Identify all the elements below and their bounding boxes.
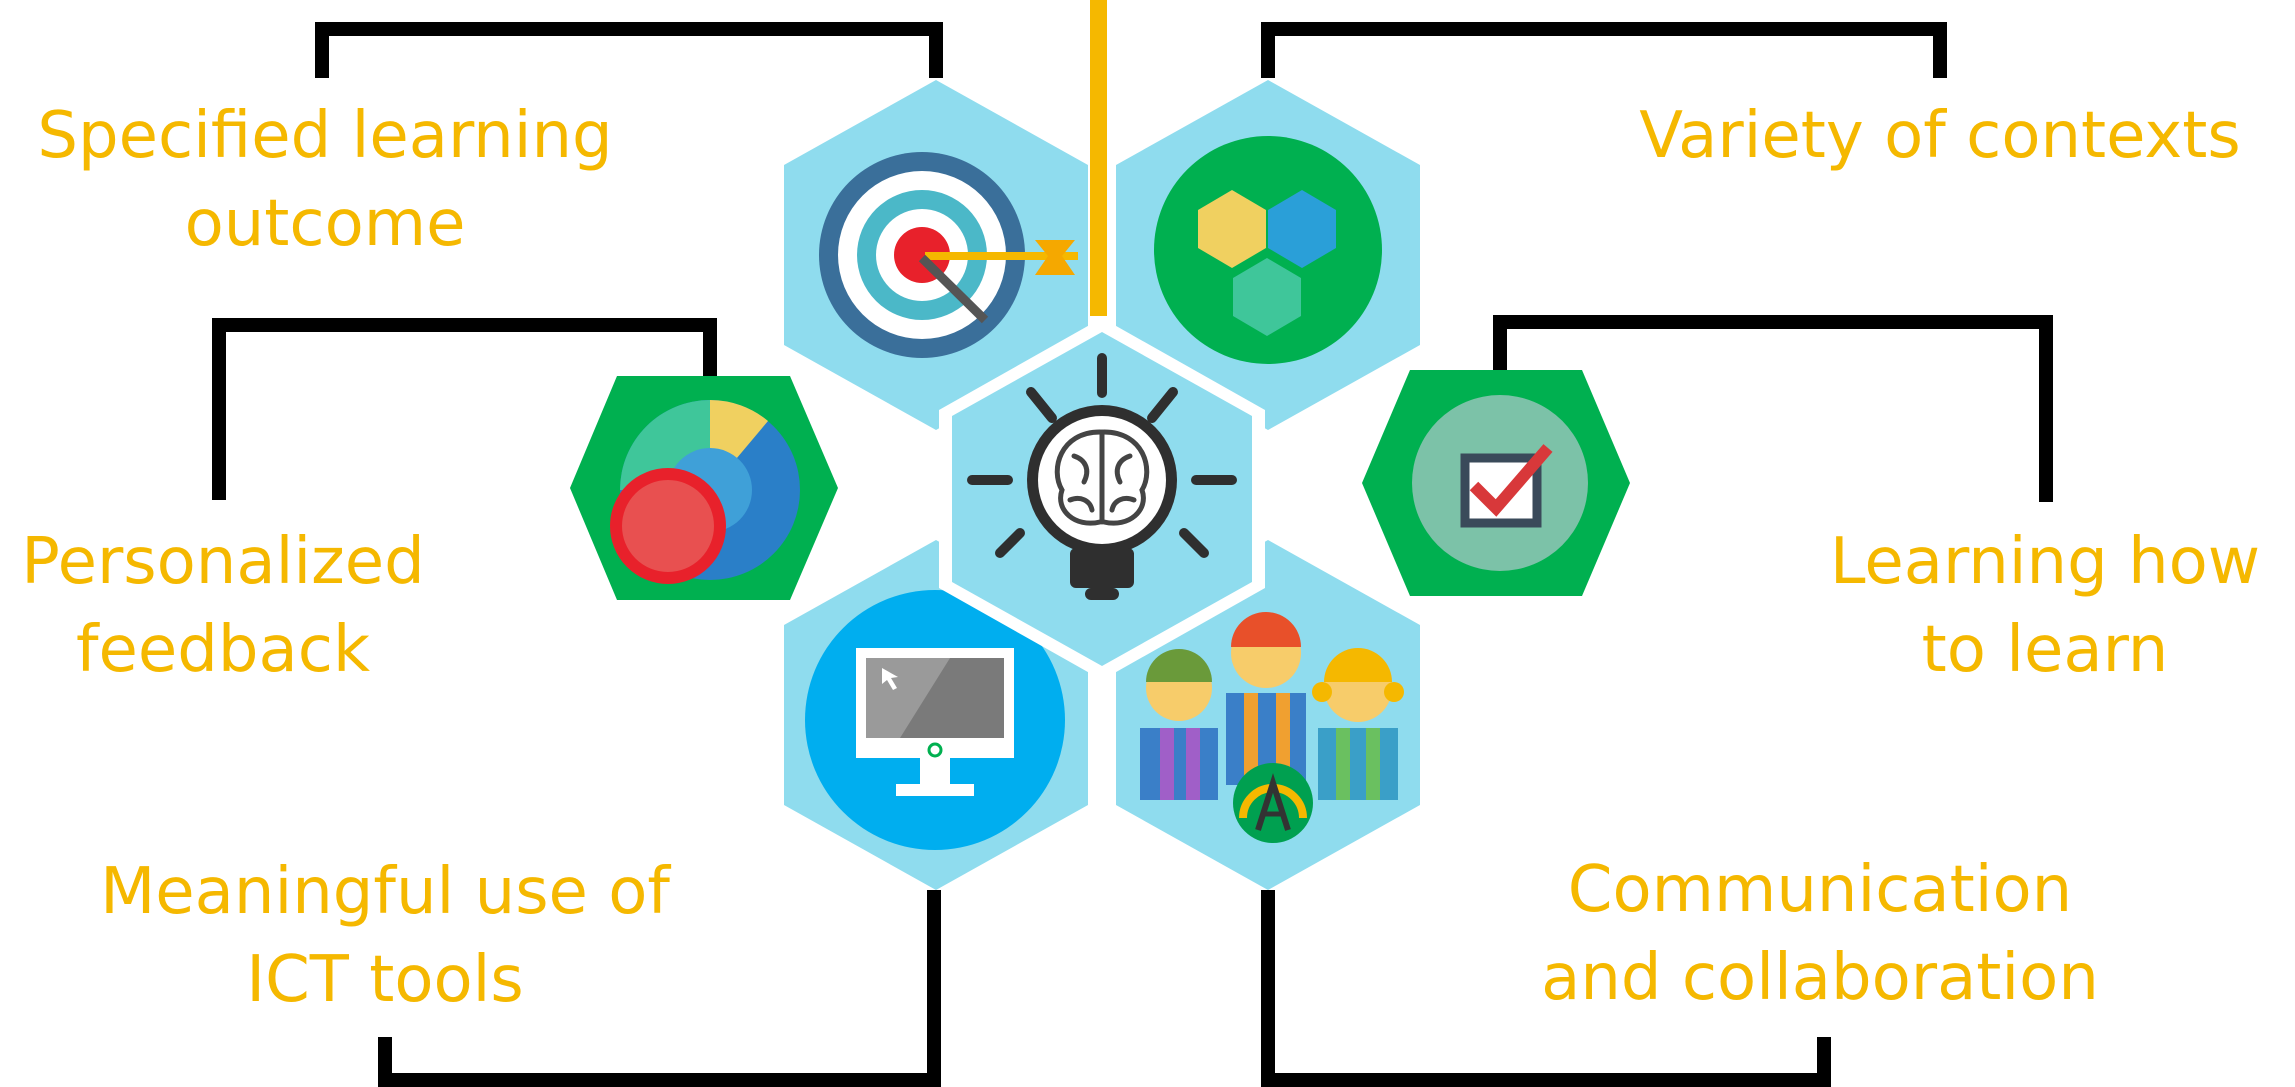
hexagon-cluster-icon (1154, 136, 1382, 364)
label-line: Communication (1567, 853, 2073, 927)
computer-monitor-icon (805, 590, 1065, 850)
hex-specified-learning-outcome (784, 80, 1088, 430)
hex-meaningful-use-of-ict-tools (784, 540, 1088, 890)
label-communication-and-collaboration: Communication and collaboration (1500, 846, 2140, 1022)
label-line: Specified learning (37, 99, 613, 173)
label-line: to learn (1921, 613, 2169, 687)
connector-lines (212, 22, 2053, 1087)
connector-learning-how-to-learn (1493, 315, 2053, 502)
connector-personalized-feedback (212, 318, 717, 500)
target-arrow-icon (819, 152, 1078, 358)
lightbulb-brain-icon (967, 353, 1237, 600)
label-specified-learning-outcome: Specified learning outcome (30, 92, 620, 268)
label-line: Meaningful use of (100, 855, 670, 929)
label-learning-how-to-learn: Learning how to learn (1805, 518, 2285, 694)
label-line: feedback (76, 613, 370, 687)
hex-personalized-feedback (570, 376, 838, 600)
connector-meaningful-use-of-ict-tools (378, 890, 941, 1087)
label-line: outcome (184, 187, 466, 261)
connector-variety-of-contexts (1261, 22, 1947, 78)
label-variety-of-contexts: Variety of contexts (1620, 92, 2260, 180)
label-line: and collaboration (1541, 941, 2099, 1015)
checkbox-icon (1412, 395, 1588, 571)
label-line: Learning how (1829, 525, 2261, 599)
label-personalized-feedback: Personalized feedback (8, 518, 438, 694)
label-line: ICT tools (246, 943, 524, 1017)
hex-center-lightbulb (939, 318, 1265, 680)
label-line: Personalized (21, 525, 425, 599)
pie-chart-icon (610, 399, 800, 584)
connector-communication-and-collaboration (1261, 890, 1831, 1087)
connector-specified-learning-outcome (315, 22, 943, 78)
hex-variety-of-contexts (1116, 80, 1420, 430)
students-group-icon (1140, 612, 1404, 843)
label-line: Variety of contexts (1639, 99, 2241, 173)
center-spine (1090, 0, 1107, 316)
hex-learning-how-to-learn (1362, 370, 1630, 596)
label-meaningful-use-of-ict-tools: Meaningful use of ICT tools (70, 848, 700, 1024)
